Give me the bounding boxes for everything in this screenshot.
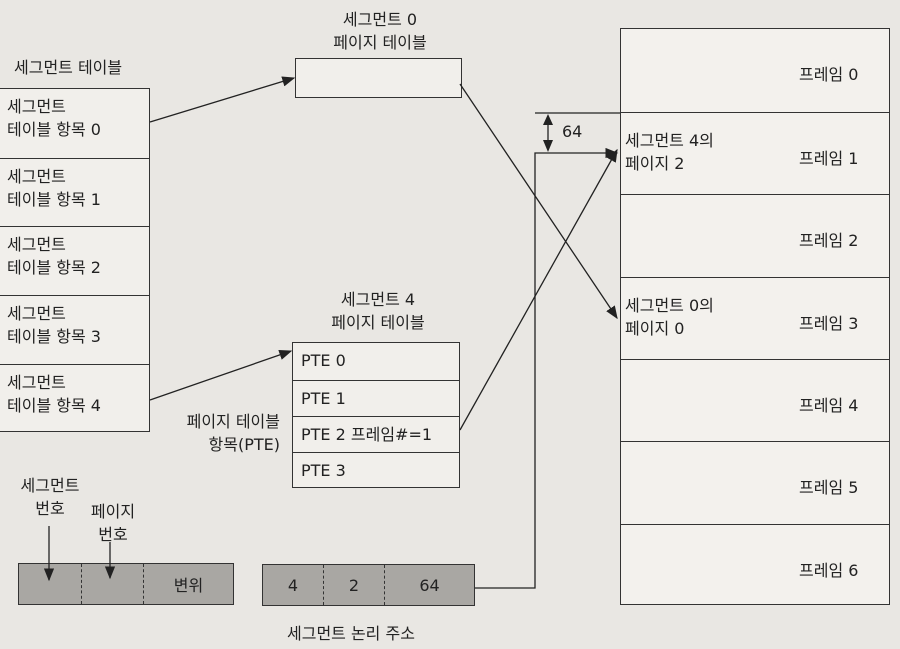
note-line: 세그먼트 4의 xyxy=(625,131,714,150)
title-line: 세그먼트 0 xyxy=(342,10,418,29)
segment-table-title: 세그먼트 테이블 xyxy=(14,58,123,77)
frame-label: 프레임 0 xyxy=(799,65,859,84)
entry-line: 세그먼트 xyxy=(7,235,66,254)
page-number-field xyxy=(81,564,143,604)
pte-label: 페이지 테이블 항목(PTE) xyxy=(150,410,280,456)
frame-label: 프레임 3 xyxy=(799,314,859,333)
offset-value: 64 xyxy=(384,565,474,605)
pte-row: PTE 3 xyxy=(293,452,459,489)
frame-5: 프레임 5 xyxy=(621,441,889,524)
arrow-offset-to-frame1 xyxy=(475,147,619,589)
frame-label: 프레임 1 xyxy=(799,149,859,168)
arrow-pte2-to-frame1 xyxy=(459,148,618,431)
offset-arrow-down-icon xyxy=(543,140,553,152)
pte-row: PTE 1 xyxy=(293,380,459,417)
note-line: 페이지 0 xyxy=(625,319,685,338)
entry-line: 세그먼트 xyxy=(7,167,66,186)
seg4-page-table: PTE 0 PTE 1 PTE 2 프레임#=1 PTE 3 xyxy=(292,342,460,488)
title-line: 페이지 테이블 xyxy=(331,313,425,332)
entry-line: 테이블 항목 4 xyxy=(7,396,101,415)
label-line: 페이지 테이블 xyxy=(186,412,280,431)
logical-address-caption: 세그먼트 논리 주소 xyxy=(287,624,415,643)
frame-label: 프레임 6 xyxy=(799,561,859,580)
frame-2: 프레임 2 xyxy=(621,194,889,277)
frame-label: 프레임 2 xyxy=(799,231,859,250)
offset-marker-label: 64 xyxy=(562,122,583,141)
offset-arrow-up-icon xyxy=(543,114,553,125)
logical-address-box: 4 2 64 xyxy=(262,564,475,606)
entry-line: 테이블 항목 1 xyxy=(7,190,101,209)
seg4-page-table-title: 세그먼트 4 페이지 테이블 xyxy=(298,288,458,334)
entry-line: 세그먼트 xyxy=(7,373,66,392)
arrow-seg4-entry-to-page-table xyxy=(149,349,293,401)
title-line: 페이지 테이블 xyxy=(333,33,427,52)
label-line: 페이지 xyxy=(90,502,136,521)
seg0-page-table xyxy=(295,58,462,98)
frame-0: 프레임 0 xyxy=(621,29,889,112)
segment-number-label: 세그먼트 번호 xyxy=(10,474,90,520)
page-value: 2 xyxy=(323,565,384,605)
seg0-page-table-title: 세그먼트 0 페이지 테이블 xyxy=(300,8,460,54)
offset-field: 변위 xyxy=(143,564,233,604)
page-number-label: 페이지 번호 xyxy=(78,500,148,546)
frame-label: 프레임 4 xyxy=(799,396,859,415)
note-line: 페이지 2 xyxy=(625,154,685,173)
title-line: 세그먼트 4 xyxy=(340,290,416,309)
arrow-seg0-page-to-frame3 xyxy=(459,83,618,320)
pte-row: PTE 0 xyxy=(301,351,346,370)
label-line: 세그먼트 xyxy=(20,476,80,495)
segment-value: 4 xyxy=(287,575,299,595)
entry-line: 세그먼트 xyxy=(7,304,66,323)
label-line: 번호 xyxy=(98,525,128,544)
frame-label: 프레임 5 xyxy=(799,478,859,497)
entry-line: 테이블 항목 2 xyxy=(7,258,101,277)
frame-4: 프레임 4 xyxy=(621,359,889,441)
label-line: 번호 xyxy=(35,499,65,518)
entry-line: 테이블 항목 3 xyxy=(7,327,101,346)
arrow-seg0-entry-to-page-table xyxy=(149,76,296,123)
label-line: 항목(PTE) xyxy=(208,435,280,454)
frame-6: 프레임 6 xyxy=(621,524,889,606)
entry-line: 세그먼트 xyxy=(7,97,66,116)
pte-row: PTE 2 프레임#=1 xyxy=(293,416,459,453)
note-line: 세그먼트 0의 xyxy=(625,296,714,315)
entry-line: 테이블 항목 0 xyxy=(7,120,101,139)
